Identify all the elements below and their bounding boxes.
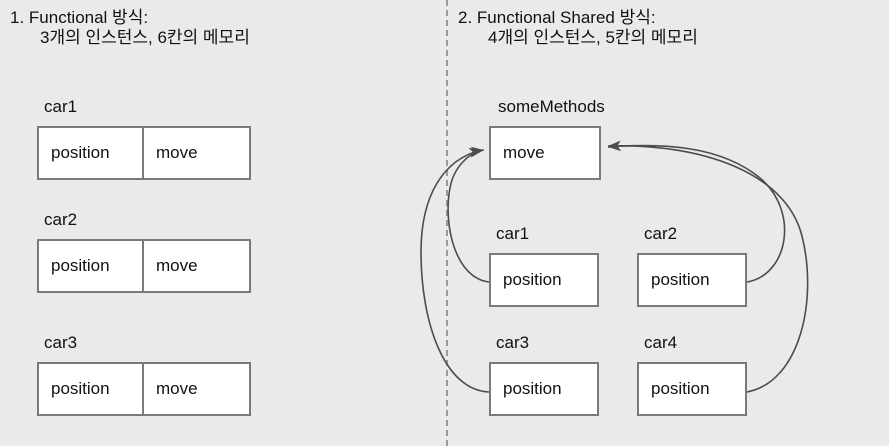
memory-box-left-car3: position move <box>37 362 251 416</box>
memory-cell-move: move <box>156 379 198 398</box>
memory-cell-position: position <box>39 241 145 291</box>
memory-cell-move: move <box>156 143 198 162</box>
memory-box-right-car4: position <box>637 362 747 416</box>
left-heading-line2: 3개의 인스턴스, 6칸의 메모리 <box>40 28 250 48</box>
group-label-right-car2: car2 <box>644 224 678 243</box>
memory-cell-move: move <box>503 143 545 162</box>
memory-box-left-car1: position move <box>37 126 251 180</box>
group-label-right-car1: car1 <box>496 224 530 243</box>
memory-box-left-car2: position move <box>37 239 251 293</box>
memory-cell-position: position <box>503 270 562 289</box>
memory-box-right-car1: position <box>489 253 599 307</box>
memory-box-right-car2: position <box>637 253 747 307</box>
arrow-car3-to-somemethods <box>420 147 490 393</box>
left-heading-line1: 1. Functional 방식: <box>10 8 149 27</box>
group-label-left-car3: car3 <box>44 333 78 352</box>
memory-cell-position: position <box>651 270 710 289</box>
memory-cell-position: position <box>39 128 145 178</box>
group-label-some-methods: someMethods <box>498 97 605 116</box>
right-heading-line2: 4개의 인스턴스, 5칸의 메모리 <box>488 28 698 48</box>
right-heading-line1: 2. Functional Shared 방식: <box>458 8 656 27</box>
group-label-right-car3: car3 <box>496 333 530 352</box>
memory-cell-position: position <box>503 379 562 398</box>
memory-box-right-car3: position <box>489 362 599 416</box>
group-label-left-car2: car2 <box>44 210 78 229</box>
left-panel-heading: 1. Functional 방식: 3개의 인스턴스, 6칸의 메모리 <box>10 8 250 48</box>
memory-cell-position: position <box>39 364 145 414</box>
memory-box-some-methods: move <box>489 126 601 180</box>
group-label-left-car1: car1 <box>44 97 78 116</box>
right-panel-heading: 2. Functional Shared 방식: 4개의 인스턴스, 5칸의 메… <box>458 8 698 48</box>
arrow-car1-to-somemethods <box>447 146 490 283</box>
memory-cell-position: position <box>651 379 710 398</box>
group-label-right-car4: car4 <box>644 333 678 352</box>
memory-cell-move: move <box>156 256 198 275</box>
panel-divider <box>446 0 448 446</box>
